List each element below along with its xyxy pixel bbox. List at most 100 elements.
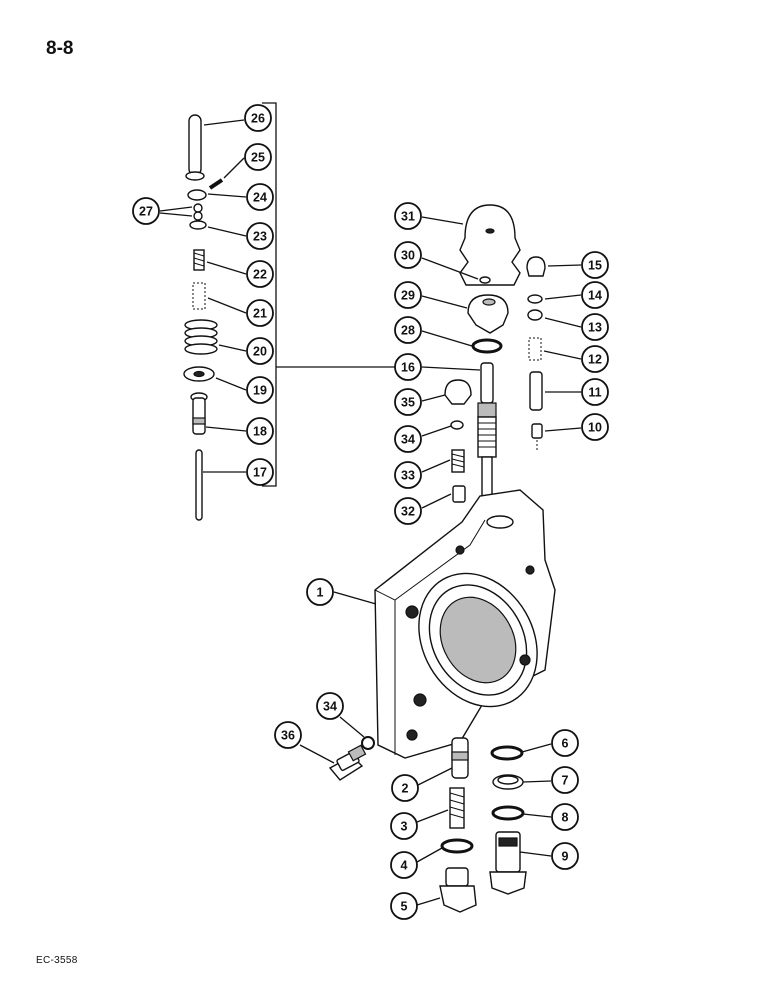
callout-circle [246, 260, 274, 288]
callout-1: 1 [306, 578, 377, 606]
callout-leader [421, 295, 468, 309]
part-36-fitting [328, 744, 367, 781]
right-subassembly [526, 256, 546, 450]
callout-leader [159, 206, 193, 212]
callout-22: 22 [206, 260, 274, 288]
part-17-rod [195, 449, 203, 521]
callout-number: 34 [323, 700, 337, 714]
part-31-cap [459, 204, 521, 286]
callout-number: 13 [588, 321, 602, 335]
part-25-pin [208, 178, 224, 190]
callout-circle [244, 143, 272, 171]
callout-4: 4 [390, 847, 443, 879]
callout-leader [203, 119, 245, 126]
callout-number: 36 [281, 729, 295, 743]
callout-33: 33 [394, 459, 451, 489]
callout-leader [421, 493, 452, 509]
callout-leader [223, 157, 245, 179]
callout-13: 13 [544, 313, 609, 341]
callout-leader [207, 297, 247, 314]
part-26-pin [185, 114, 205, 181]
callout-10: 10 [544, 413, 609, 441]
part-24-ring [187, 189, 207, 201]
part-8-oring [491, 805, 525, 821]
part-3-spring [449, 787, 465, 829]
callout-8: 8 [522, 803, 579, 831]
callout-leader [522, 780, 552, 783]
callout-leader [215, 377, 247, 391]
callout-30: 30 [394, 241, 479, 280]
callout-number: 14 [588, 289, 602, 303]
callout-7: 7 [522, 766, 579, 794]
callout-circle [394, 388, 422, 416]
part-35-dome [444, 379, 472, 405]
callout-number: 7 [562, 774, 569, 788]
callout-leader [521, 743, 552, 753]
callout-9: 9 [519, 842, 579, 870]
part-29-dome [467, 294, 509, 334]
callout-number: 34 [401, 433, 415, 447]
callout-14: 14 [544, 281, 609, 309]
callout-12: 12 [543, 345, 609, 373]
callout-number: 26 [251, 112, 265, 126]
callout-26: 26 [203, 104, 272, 132]
callout-number: 12 [588, 353, 602, 367]
group-bracket [262, 102, 277, 487]
callout-number: 21 [253, 307, 267, 321]
callout-20: 20 [218, 337, 274, 365]
callout-11: 11 [545, 378, 609, 406]
part-6-oring [490, 745, 524, 761]
callout-circle [306, 578, 334, 606]
callout-25: 25 [223, 143, 272, 179]
part-27-ball [193, 203, 203, 213]
callout-number: 33 [401, 469, 415, 483]
callout-34: 34 [394, 425, 452, 453]
callout-number: 16 [401, 361, 415, 375]
callout-leader [519, 851, 552, 857]
callout-number: 23 [253, 230, 267, 244]
callout-circle [551, 803, 579, 831]
callout-circle [246, 337, 274, 365]
callout-leader [543, 350, 582, 360]
callout-number: 10 [588, 421, 602, 435]
callout-circle [551, 729, 579, 757]
callout-17: 17 [203, 458, 274, 486]
callout-number: 20 [253, 345, 267, 359]
callout-number: 31 [401, 210, 415, 224]
callout-circle [394, 241, 422, 269]
part-33-spring [451, 449, 465, 473]
callout-leader [421, 330, 473, 347]
callout-leader [421, 257, 479, 280]
callout-3: 3 [390, 809, 449, 840]
part-12-spring [528, 337, 542, 361]
part-34-ring [450, 420, 464, 430]
part-30-ring [479, 276, 491, 284]
callout-leader [416, 809, 449, 823]
part-2-spool [451, 737, 469, 779]
part-10-poppet [531, 423, 543, 450]
part-16-spool [477, 362, 497, 508]
callout-leader [544, 294, 582, 300]
callout-leader [544, 427, 582, 432]
part-15-plug [526, 256, 546, 277]
callout-circle [581, 251, 609, 279]
callout-circle [581, 281, 609, 309]
callout-circle [581, 413, 609, 441]
callout-circle [246, 376, 274, 404]
callout-leader [522, 813, 552, 818]
callout-circle [394, 353, 422, 381]
callout-number: 27 [139, 205, 153, 219]
figure-code: EC-3558 [36, 955, 78, 966]
callout-number: 3 [401, 820, 408, 834]
part-1-housing [374, 489, 556, 759]
callout-34: 34 [316, 692, 365, 738]
callout-leader [339, 716, 365, 738]
callout-number: 17 [253, 466, 267, 480]
callout-27: 27 [132, 197, 193, 225]
callout-15: 15 [547, 251, 609, 279]
callout-circle [246, 458, 274, 486]
callout-leader [205, 426, 247, 432]
callout-number: 4 [401, 859, 408, 873]
callout-leader [218, 344, 247, 352]
callout-circle [394, 461, 422, 489]
